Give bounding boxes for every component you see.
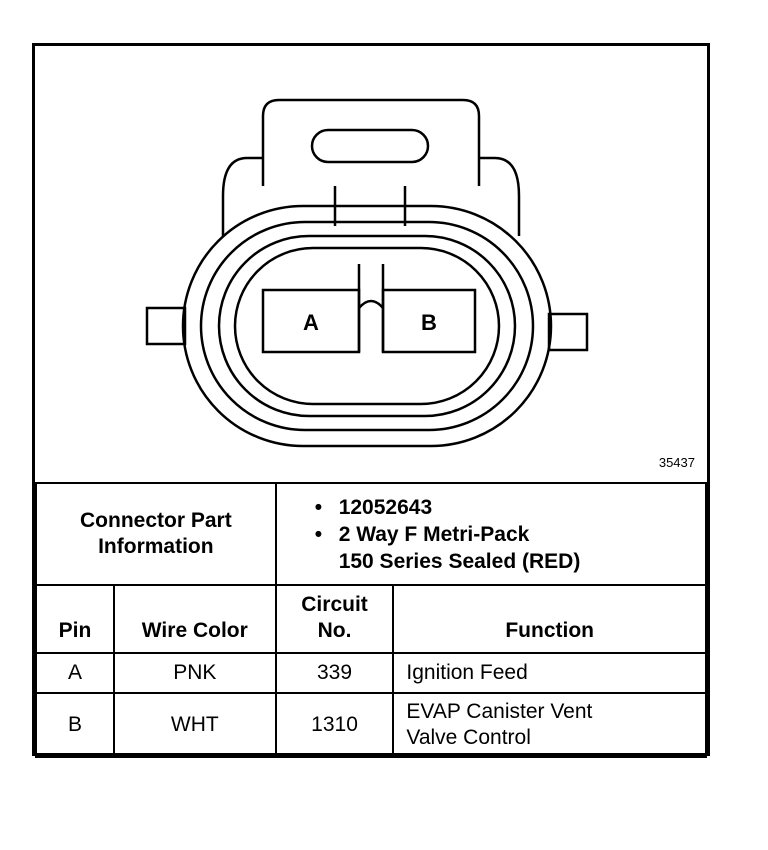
row-b-wire-color: WHT [112, 692, 277, 758]
connector-part-info-label: Connector Part Information [35, 482, 277, 586]
row-a-function: Ignition Feed [392, 652, 707, 694]
connector-diagram-frame: A B 35437 Connector Part Information 120… [32, 43, 710, 758]
table-header-row: Pin Wire Color Circuit No. Function [35, 584, 707, 654]
header-pin: Pin [35, 584, 115, 654]
connector-description-1: 2 Way F Metri-Pack [315, 521, 705, 548]
row-a-circuit: 339 [274, 652, 395, 694]
connector-drawing: A B [145, 98, 589, 448]
right-shoulder [479, 156, 521, 236]
row-b-circuit: 1310 [274, 692, 395, 758]
header-function: Function [392, 584, 707, 654]
housing-ring-4 [233, 246, 501, 406]
table-row: B WHT 1310 EVAP Canister Vent Valve Cont… [35, 692, 707, 758]
left-shoulder [221, 156, 263, 236]
header-wire-color: Wire Color [112, 584, 277, 654]
row-a-wire-color: PNK [112, 652, 277, 694]
connector-diagram: A B 35437 [35, 46, 707, 482]
connector-description-2: 150 Series Sealed (RED) [338, 549, 581, 573]
locking-tab [261, 98, 481, 186]
right-ear [547, 312, 589, 352]
left-ear [145, 306, 187, 346]
connector-info-table: Connector Part Information 12052643 2 Wa… [35, 482, 708, 758]
row-a-pin: A [35, 652, 115, 694]
table-row: A PNK 339 Ignition Feed [35, 652, 707, 694]
cavity-divider [357, 264, 385, 352]
connector-part-row: Connector Part Information 12052643 2 Wa… [35, 482, 708, 586]
tab-slot [310, 128, 430, 164]
housing-ring-2 [199, 220, 535, 432]
figure-id: 35437 [658, 455, 695, 470]
housing-ring-3 [217, 234, 517, 418]
housing-outer [181, 204, 553, 448]
pin-a-label: A [303, 310, 319, 335]
connector-part-details: 12052643 2 Way F Metri-Pack 150 Series S… [274, 482, 708, 586]
row-b-function: EVAP Canister Vent Valve Control [392, 692, 707, 758]
part-number: 12052643 [315, 494, 705, 521]
row-b-pin: B [35, 692, 115, 758]
header-circuit: Circuit No. [274, 584, 395, 654]
pin-b-label: B [421, 310, 437, 335]
